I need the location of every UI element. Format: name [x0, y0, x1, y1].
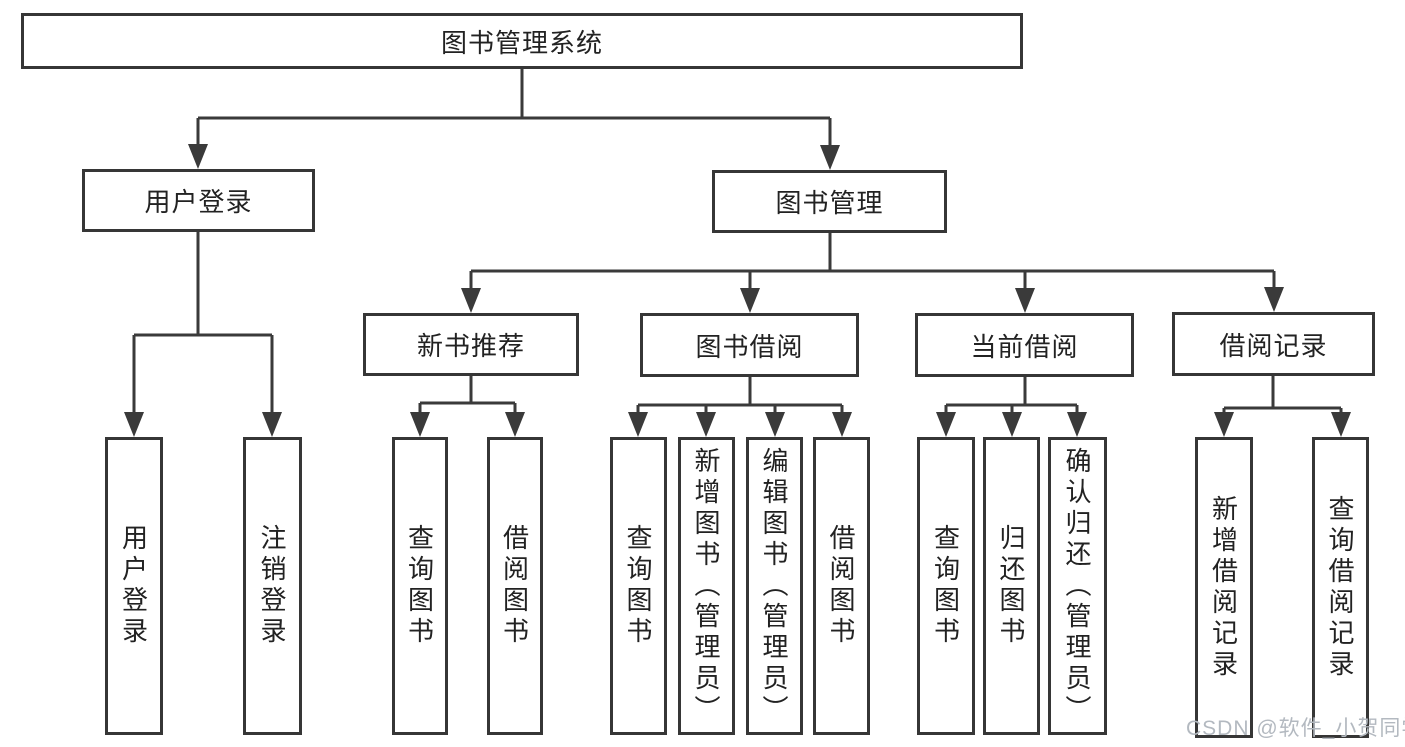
node-label: 查询借阅记录	[1325, 494, 1355, 681]
watermark: CSDN @软件_小贺同学	[1186, 717, 1405, 740]
arrow-heads	[124, 144, 1351, 437]
node-label: 用户登录	[144, 187, 253, 217]
leaf-borrowing-query-books: 查询图书	[610, 437, 667, 735]
leaf-user-login: 用户登录	[105, 437, 163, 735]
node-label: 图书管理系统	[440, 27, 603, 58]
leaf-confirm-return-admin: 确认归还（管理员）	[1048, 437, 1107, 735]
node-label: 查询图书	[930, 524, 961, 648]
node-label: 新增借阅记录	[1208, 494, 1239, 681]
leaf-add-borrow-record: 新增借阅记录	[1195, 437, 1253, 738]
node-new-book-recommend: 新书推荐	[363, 313, 579, 376]
node-label: 新书推荐	[416, 331, 525, 361]
node-user-login: 用户登录	[82, 169, 315, 232]
node-label: 归还图书	[996, 524, 1026, 648]
leaf-logout: 注销登录	[243, 437, 302, 735]
leaf-current-query-books: 查询图书	[917, 437, 975, 735]
node-label: 新增图书（管理员）	[691, 446, 721, 726]
node-label: 编辑图书（管理员）	[759, 446, 789, 726]
leaf-add-books-admin: 新增图书（管理员）	[678, 437, 735, 735]
node-label: 用户登录	[118, 524, 149, 648]
node-borrowing-records: 借阅记录	[1172, 312, 1375, 376]
node-label: 当前借阅	[970, 331, 1079, 362]
leaf-query-borrow-record: 查询借阅记录	[1312, 437, 1369, 738]
node-book-management: 图书管理	[712, 170, 947, 233]
leaf-return-books: 归还图书	[983, 437, 1040, 735]
node-label: 图书借阅	[695, 331, 804, 362]
leaf-recommend-query-books: 查询图书	[392, 437, 448, 735]
node-label: 查询图书	[404, 524, 435, 648]
leaf-borrowing-borrow-books: 借阅图书	[813, 437, 870, 735]
node-label: 借阅图书	[499, 524, 530, 648]
node-book-borrowing: 图书借阅	[640, 313, 859, 377]
node-library-system: 图书管理系统	[21, 13, 1023, 69]
node-label: 图书管理	[775, 188, 884, 218]
node-label: 注销登录	[257, 524, 287, 648]
leaf-edit-books-admin: 编辑图书（管理员）	[746, 437, 803, 735]
node-label: 借阅图书	[826, 524, 856, 648]
node-label: 确认归还（管理员）	[1062, 446, 1092, 726]
node-label: 借阅记录	[1219, 330, 1328, 361]
leaf-recommend-borrow-books: 借阅图书	[487, 437, 543, 735]
node-current-borrowing: 当前借阅	[915, 313, 1134, 377]
node-label: 查询图书	[623, 524, 653, 648]
